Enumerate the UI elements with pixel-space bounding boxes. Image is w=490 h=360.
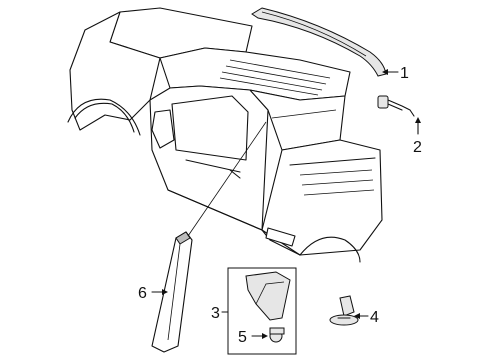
callout-1: 1 [382,65,409,82]
callout-6: 6 [138,285,168,302]
callout-5: 5 [238,329,268,346]
callout-label-5: 5 [238,329,247,346]
callout-label-3: 3 [211,305,220,322]
callout-label-1: 1 [400,65,409,82]
callout-label-6: 6 [138,285,147,302]
callout-label-4: 4 [370,309,379,326]
pillar-applique-part [151,231,193,353]
retainer-clip-part [377,95,415,117]
callout-2: 2 [413,117,422,156]
roof-molding-part [251,7,387,77]
callout-4: 4 [354,309,379,326]
callout-3: 3 [211,305,229,322]
truck-illustration [67,7,383,263]
push-pin-part [329,295,359,326]
callout-label-2: 2 [413,139,422,156]
bracket-kit-box [227,267,297,355]
leader-line-6 [187,121,267,237]
